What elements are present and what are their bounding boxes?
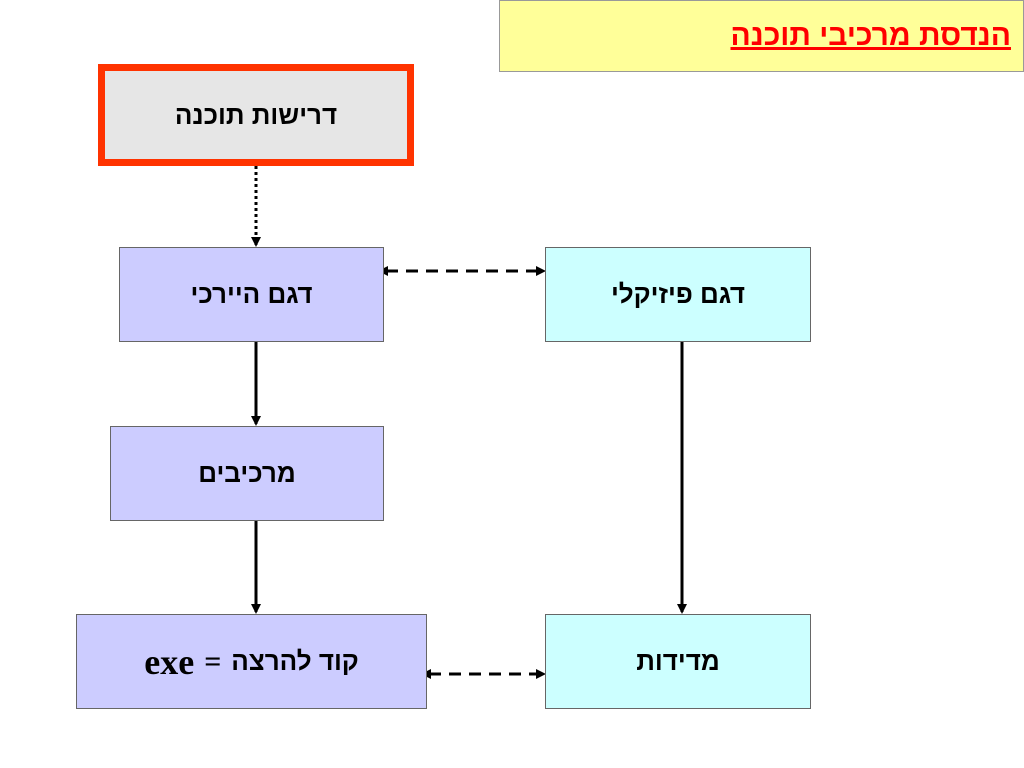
node-physical-model-label: דגם פיזיקלי xyxy=(610,279,746,309)
node-measurements: מדידות xyxy=(545,614,811,709)
node-hierarchical-model: דגם היירכי xyxy=(119,247,384,342)
node-run-code-exe: exe xyxy=(144,641,195,682)
node-hierarchical-model-label: דגם היירכי xyxy=(190,279,313,309)
node-components-label: מרכיבים xyxy=(198,458,296,488)
node-physical-model: דגם פיזיקלי xyxy=(545,247,811,342)
title-box: הנדסת מרכיבי תוכנה xyxy=(499,0,1024,72)
node-run-code-label: קוד להרצה xyxy=(231,646,359,676)
node-software-requirements-label: דרישות תוכנה xyxy=(174,99,338,130)
node-run-code-equals: = xyxy=(204,644,222,678)
diagram-title: הנדסת מרכיבי תוכנה xyxy=(730,19,1011,52)
node-run-code: קוד להרצה = exe xyxy=(76,614,427,709)
node-components: מרכיבים xyxy=(110,426,384,521)
node-measurements-label: מדידות xyxy=(636,646,720,676)
node-software-requirements: דרישות תוכנה xyxy=(98,64,414,166)
